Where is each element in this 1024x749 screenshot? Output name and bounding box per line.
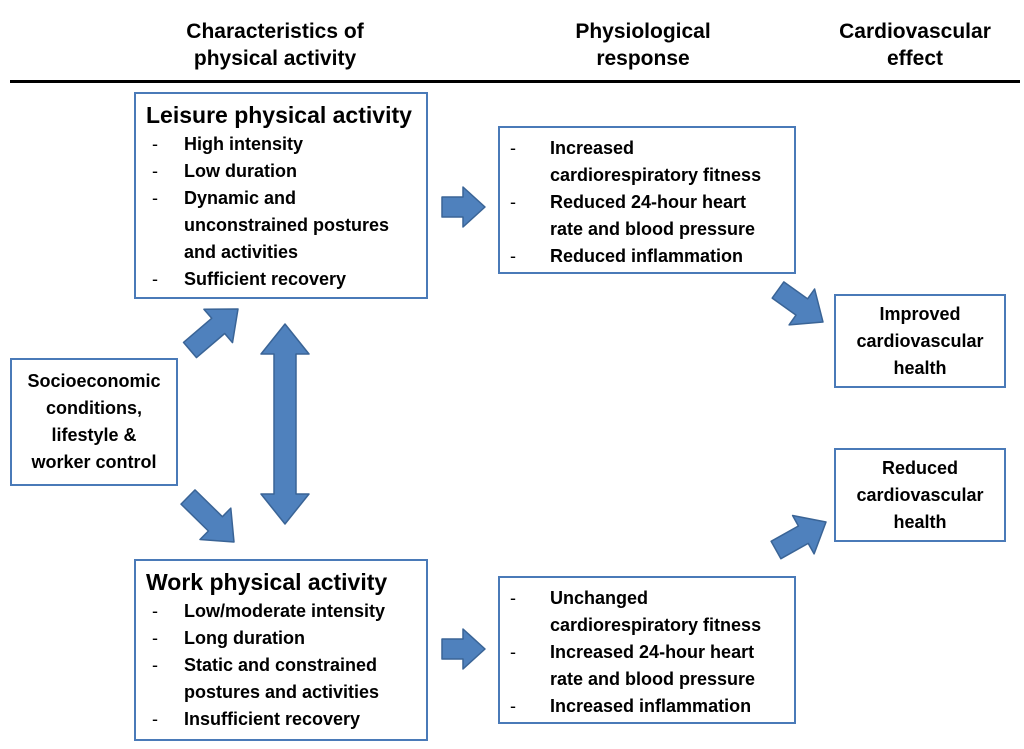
list-item-text: cardiorespiratory fitness — [550, 165, 762, 185]
reduced-health-line: Reduced — [881, 457, 959, 478]
list-item-text: High intensity — [184, 134, 304, 154]
improved-health-line: Improved — [879, 303, 961, 324]
socioeconomic-line: Socioeconomic — [27, 371, 161, 391]
reduced-health-box: Reduced cardiovascular health — [834, 448, 1006, 542]
list-item-text: postures and activities — [184, 682, 380, 702]
list-item-text: Insufficient recovery — [184, 709, 361, 729]
work-activity-box: Work physical activity -Low/moderate int… — [134, 559, 428, 741]
header-characteristics: Characteristics of physical activity — [160, 18, 390, 72]
header-cardiovascular-line2: effect — [886, 47, 944, 70]
list-item-text: cardiorespiratory fitness — [550, 615, 762, 635]
list-item-text: Static and constrained — [184, 655, 378, 675]
socioeconomic-line: conditions, — [46, 398, 142, 418]
list-item-text: Reduced 24-hour heart — [550, 192, 747, 212]
list-item-text: Dynamic and — [184, 188, 297, 208]
reduced-health-line: health — [893, 511, 947, 532]
list-item: -Low duration — [146, 158, 420, 185]
leisure-activity-box: Leisure physical activity -High intensit… — [134, 92, 428, 299]
improved-health-line: health — [893, 357, 947, 378]
list-item: -Low/moderate intensity — [146, 598, 420, 625]
list-item-text: Unchanged — [550, 588, 649, 608]
leisure-activity-title: Leisure physical activity — [146, 102, 412, 128]
header-physiological-line2: response — [596, 47, 690, 70]
header-cardiovascular-line1: Cardiovascular — [839, 20, 991, 43]
socioeconomic-box: Socioeconomic conditions, lifestyle & wo… — [10, 358, 178, 486]
arrow-work-to-response — [441, 628, 486, 670]
header-characteristics-line1: Characteristics of — [186, 20, 364, 43]
list-item-text: Increased inflammation — [550, 696, 752, 716]
list-item-text: unconstrained postures — [184, 215, 390, 235]
list-item: -Reduced inflammation — [504, 243, 790, 270]
list-item: -High intensity — [146, 131, 420, 158]
work-activity-title: Work physical activity — [146, 569, 388, 595]
improved-health-box: Improved cardiovascular health — [834, 294, 1006, 388]
socioeconomic-line: worker control — [31, 452, 157, 472]
reduced-health-line: cardiovascular — [856, 484, 984, 505]
header-divider — [10, 80, 1020, 83]
list-item-text: rate and blood pressure — [550, 669, 756, 689]
socioeconomic-line: lifestyle & — [51, 425, 137, 445]
list-item: -Increased inflammation — [504, 693, 790, 720]
arrow-socio-to-leisure — [182, 308, 239, 359]
list-item: -Long duration — [146, 625, 420, 652]
list-item-text: Low duration — [184, 161, 297, 181]
list-item-text: rate and blood pressure — [550, 219, 756, 239]
arrow-socio-to-work — [180, 489, 235, 543]
header-physiological-line1: Physiological — [575, 20, 711, 43]
header-physiological: Physiological response — [548, 18, 738, 72]
arrow-leisure-work-double — [260, 323, 310, 525]
list-item-text: Low/moderate intensity — [184, 601, 386, 621]
header-characteristics-line2: physical activity — [193, 47, 357, 70]
arrow-response-to-improved — [771, 281, 824, 326]
list-item: -Sufficient recovery — [146, 266, 420, 293]
list-item-text: Sufficient recovery — [184, 269, 347, 289]
list-item: -Insufficient recovery — [146, 706, 420, 733]
list-item-text: Long duration — [184, 628, 305, 648]
arrow-response-to-reduced — [770, 514, 827, 560]
list-item-text: and activities — [184, 242, 299, 262]
list-item-text: Increased 24-hour heart — [550, 642, 755, 662]
arrow-leisure-to-response — [441, 186, 486, 228]
list-item-text: Reduced inflammation — [550, 246, 744, 266]
improved-health-line: cardiovascular — [856, 330, 984, 351]
header-cardiovascular: Cardiovascular effect — [820, 18, 1010, 72]
list-item-text: Increased — [550, 138, 635, 158]
